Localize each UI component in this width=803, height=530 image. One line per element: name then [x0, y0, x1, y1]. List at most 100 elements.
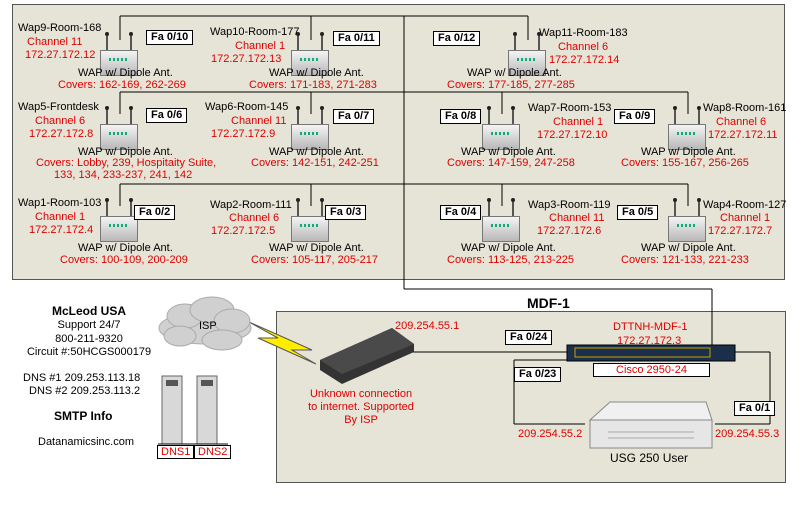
switch-port-label: Fa 0/8 [440, 109, 482, 124]
isp-provider: McLeod USA [51, 304, 126, 318]
ap-type: WAP w/ Dipole Ant. [641, 242, 736, 254]
ap-coverage: Covers: 105-117, 205-217 [251, 254, 378, 266]
switch-port-label: Fa 0/1 [734, 401, 776, 416]
isp-phone: 800-211-9320 [55, 333, 123, 345]
lightning-bolt-icon [248, 321, 317, 365]
ap-ip: 172.27.172.5 [211, 225, 276, 237]
switch-port-label: Fa 0/6 [146, 108, 188, 123]
ap-ip: 172.27.172.12 [25, 49, 96, 61]
note-line: to internet. Supported [308, 401, 414, 413]
ap-type: WAP w/ Dipole Ant. [269, 242, 364, 254]
ap-ip: 172.27.172.10 [537, 129, 608, 141]
ap-name: Wap1-Room-103 [18, 197, 102, 209]
switch-port-label: Fa 0/24 [505, 330, 553, 345]
ap-coverage: Covers: 100-109, 200-209 [60, 254, 188, 266]
wireless-ap-icon [508, 32, 546, 78]
ap-coverage: Covers: Lobby, 239, Hospitaity Suite, [36, 157, 217, 169]
ap-channel: Channel 11 [549, 212, 605, 224]
switch-ip: 172.27.172.3 [617, 335, 682, 347]
ap-ip: 172.27.172.7 [708, 225, 773, 237]
ap-type: WAP w/ Dipole Ant. [78, 146, 173, 158]
switch-port-label: Fa 0/2 [134, 205, 176, 220]
ap-type: WAP w/ Dipole Ant. [461, 146, 556, 158]
ap-coverage: Covers: 113-125, 213-225 [447, 254, 574, 266]
smtp-domain: Datanamicsinc.com [38, 436, 134, 448]
mdf-title: MDF-1 [527, 295, 570, 311]
ap-ip: 172.27.172.8 [29, 128, 94, 140]
ap-name: Wap8-Room-161 [703, 102, 787, 114]
ap-coverage-continued: 133, 134, 233-237, 241, 142 [54, 169, 193, 181]
switch-port-label: Fa 0/4 [440, 205, 482, 220]
ap-channel: Channel 11 [27, 36, 83, 48]
ap-name: Wap3-Room-119 [528, 199, 611, 211]
ap-channel: Channel 1 [720, 212, 771, 224]
wireless-ap-icon [482, 106, 520, 152]
ap-type: WAP w/ Dipole Ant. [467, 67, 562, 79]
smtp-heading: SMTP Info [54, 409, 113, 423]
ap-coverage: Covers: 142-151, 242-251 [251, 157, 379, 169]
switch-port-label: Fa 0/9 [614, 109, 656, 124]
floor-panel [12, 4, 785, 280]
ap-coverage: Covers: 121-133, 221-233 [621, 254, 749, 266]
dns-primary: DNS #1 209.253.113.18 [23, 372, 141, 384]
wireless-ap-icon [100, 198, 138, 244]
ap-name: Wap10-Room-177 [210, 26, 300, 38]
ap-name: Wap2-Room-111 [210, 199, 292, 211]
ap-channel: Channel 1 [235, 40, 286, 52]
ap-ip: 172.27.172.9 [211, 128, 276, 140]
ap-type: WAP w/ Dipole Ant. [269, 67, 364, 79]
switch-port-label: Fa 0/23 [514, 367, 562, 382]
ap-coverage: Covers: 155-167, 256-265 [621, 157, 749, 169]
note-line: Unknown connection [309, 388, 413, 400]
isp-gateway-ip: 209.254.55.1 [395, 320, 460, 332]
modem-icon [320, 328, 414, 384]
ap-coverage: Covers: 147-159, 247-258 [447, 157, 575, 169]
unknown-connection-note: Unknown connection to internet. Supporte… [303, 388, 419, 427]
dns-secondary: DNS #2 209.253.113.2 [29, 385, 141, 397]
ap-type: WAP w/ Dipole Ant. [461, 242, 556, 254]
ap-name: Wap5-Frontdesk [18, 101, 99, 113]
wireless-ap-icon [291, 32, 329, 78]
isp-support: Support 24/7 [57, 319, 121, 331]
isp-circuit: Circuit #:50HCGS000179 [26, 346, 152, 358]
ap-name: Wap7-Room-153 [528, 102, 612, 114]
wireless-ap-icon [291, 106, 329, 152]
switch-port-label: Fa 0/12 [433, 31, 481, 46]
dns-server-label: DNS1 [157, 445, 195, 459]
wireless-ap-icon [668, 106, 706, 152]
ap-name: Wap11-Room-183 [539, 27, 628, 39]
ap-channel: Channel 1 [35, 211, 86, 223]
ap-coverage: Covers: 177-185, 277-285 [447, 79, 575, 91]
ap-name: Wap4-Room-127 [703, 199, 787, 211]
switch-name: DTTNH-MDF-1 [613, 321, 688, 333]
ap-coverage: Covers: 171-183, 271-283 [249, 79, 377, 91]
switch-port-label: Fa 0/10 [146, 30, 194, 45]
ap-type: WAP w/ Dipole Ant. [78, 242, 173, 254]
ap-type: WAP w/ Dipole Ant. [641, 146, 736, 158]
ap-name: Wap6-Room-145 [205, 101, 289, 113]
ap-channel: Channel 1 [553, 116, 604, 128]
ap-channel: Channel 11 [231, 115, 287, 127]
ap-channel: Channel 6 [229, 212, 280, 224]
dns-server-label: DNS2 [194, 445, 232, 459]
ap-coverage: Covers: 162-169, 262-269 [58, 79, 186, 91]
usg-lan-ip: 209.254.55.3 [715, 428, 780, 440]
note-line: By ISP [344, 414, 378, 426]
ap-channel: Channel 6 [716, 116, 767, 128]
ap-channel: Channel 6 [35, 115, 86, 127]
wireless-ap-icon [100, 32, 138, 78]
ap-ip: 172.27.172.6 [537, 225, 602, 237]
switch-model: Cisco 2950-24 [593, 363, 710, 377]
ap-name: Wap9-Room-168 [18, 22, 102, 34]
dns-server-icon [158, 375, 228, 445]
cloud-label: ISP [199, 320, 217, 332]
wireless-ap-icon [482, 198, 520, 244]
switch-port-label: Fa 0/5 [617, 205, 659, 220]
switch-port-label: Fa 0/11 [333, 31, 380, 46]
ap-ip: 172.27.172.13 [211, 53, 282, 65]
ap-ip: 172.27.172.11 [708, 129, 778, 141]
ap-type: WAP w/ Dipole Ant. [78, 67, 173, 79]
ap-ip: 172.27.172.14 [549, 54, 620, 66]
ap-channel: Channel 6 [558, 41, 609, 53]
